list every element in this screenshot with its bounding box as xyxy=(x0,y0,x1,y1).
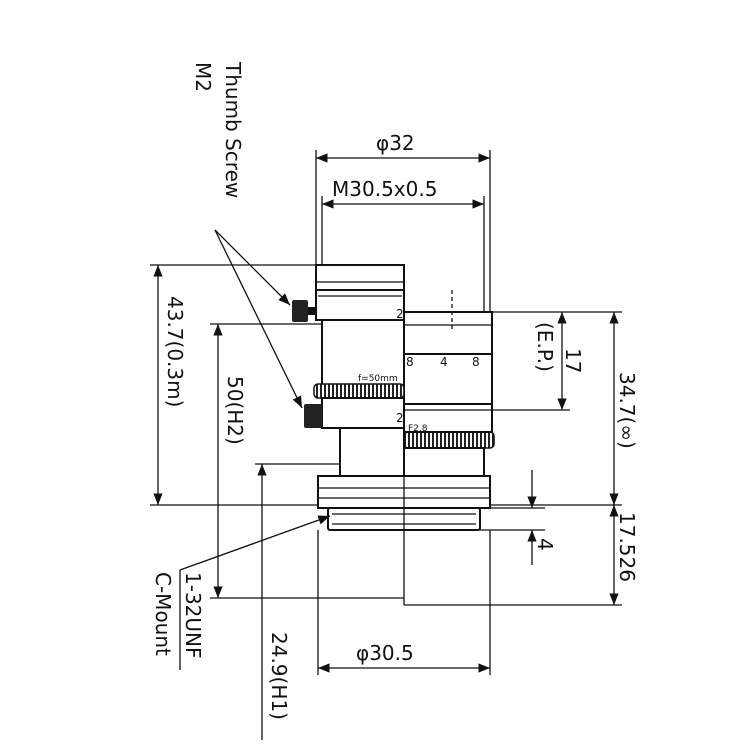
lens-body xyxy=(292,264,495,605)
diameter-top-label: φ32 xyxy=(376,131,415,155)
dim-flange-label: 17.526 xyxy=(615,512,639,582)
thumb-screw-label: Thumb Screw xyxy=(221,61,245,198)
dim-thread-length-label: 4 xyxy=(533,538,557,551)
iris-scale-mark: 2 xyxy=(396,307,404,321)
dim-overall-far-label: 34.7(∞) xyxy=(615,372,639,449)
dim-ep-label: 17 xyxy=(561,348,585,373)
dim-h1-label: 24.9(H1) xyxy=(267,632,291,720)
distance-scale-3: 8 xyxy=(472,355,480,369)
dim-h2-label: 50(H2) xyxy=(223,376,247,445)
thumb-screw-size-label: M2 xyxy=(191,62,215,92)
thumb-screw-lower xyxy=(304,404,322,428)
thumb-screw-upper xyxy=(292,300,308,322)
filter-thread-label: M30.5x0.5 xyxy=(332,177,437,201)
left-dimensions xyxy=(150,264,404,740)
right-dimensions xyxy=(404,290,622,606)
mount-thread-label: 1-32UNF xyxy=(181,572,205,659)
bottom-dimension xyxy=(317,530,491,675)
iris-knurl-ring xyxy=(403,431,495,449)
distance-scale-2: 4 xyxy=(440,355,448,369)
aperture-marking: F2.8 xyxy=(408,424,428,434)
distance-scale-1: 8 xyxy=(406,355,414,369)
thumb-screw-callout xyxy=(214,229,303,409)
iris-scale-mark-2: 2 xyxy=(396,411,404,425)
diameter-bottom-label: φ30.5 xyxy=(356,641,414,665)
focus-knurl-ring xyxy=(313,383,405,399)
mount-type-label: C-Mount xyxy=(151,572,175,656)
ep-label: (E.P.) xyxy=(533,322,557,372)
focal-length-marking: f=50mm xyxy=(358,374,398,384)
top-dimensions xyxy=(315,150,491,312)
dim-overall-close-label: 43.7(0.3m) xyxy=(163,296,187,407)
c-mount-callout xyxy=(179,515,331,670)
